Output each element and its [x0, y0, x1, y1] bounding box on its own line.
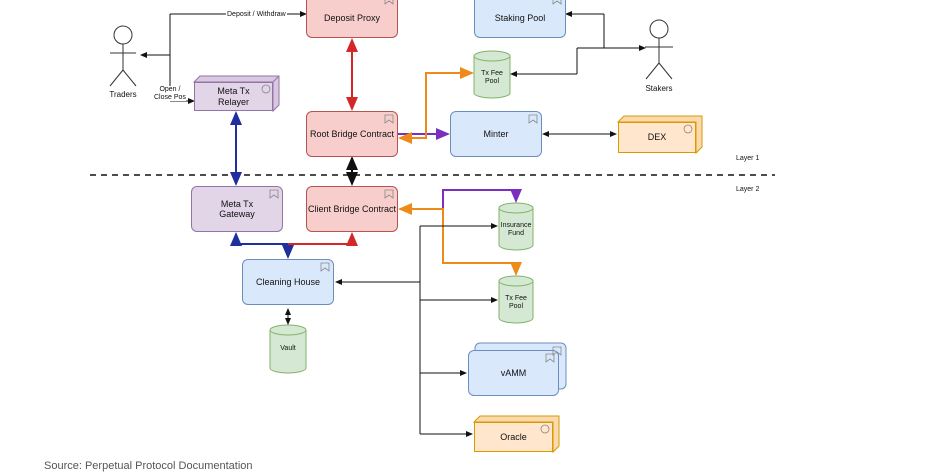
dex-node[interactable]: DEX — [618, 122, 696, 153]
client-txfee-connector — [398, 203, 522, 276]
dex-label: DEX — [647, 132, 667, 143]
bookmark-icon — [528, 114, 538, 124]
root-bridge-node[interactable]: Root Bridge Contract — [306, 111, 398, 157]
minter-label: Minter — [483, 128, 509, 139]
client-bridge-node[interactable]: Client Bridge Contract — [306, 186, 398, 232]
bookmark-icon — [552, 346, 562, 356]
vamm-label: vAMM — [500, 367, 527, 378]
oracle-node[interactable]: Oracle — [474, 422, 553, 452]
root-bridge-label: Root Bridge Contract — [309, 128, 395, 139]
tx-fee-top-line1: Tx Fee — [481, 70, 503, 77]
deposit-proxy-label: Deposit Proxy — [323, 12, 381, 23]
vault-cylinder — [269, 324, 307, 374]
open-close-line2: Close Pos — [154, 93, 186, 101]
gateway-clearing-connector — [230, 232, 294, 259]
staking-pool-node[interactable]: Staking Pool — [474, 0, 566, 38]
oracle-3d-edge — [472, 415, 560, 454]
vamm-node[interactable]: vAMM — [468, 350, 559, 396]
traders-actor-icon — [109, 25, 137, 87]
tx-fee-pool-top-cylinder — [473, 50, 511, 99]
staking-pool-label: Staking Pool — [494, 12, 546, 23]
open-close-line1: Open / — [159, 86, 181, 93]
layer-2-label: Layer 2 — [736, 186, 760, 193]
clearing-house-node[interactable]: Cleaning House — [242, 259, 334, 305]
bookmark-icon — [384, 189, 394, 199]
bookmark-icon — [384, 0, 394, 5]
circle-icon — [261, 84, 271, 94]
stakers-actor-icon — [645, 19, 673, 80]
vault-label: Vault — [280, 345, 296, 352]
meta-tx-gateway-line2: Gateway — [219, 209, 255, 219]
relayer-3d-edge — [192, 75, 280, 113]
client-clearing-connector — [288, 232, 358, 246]
bookmark-icon — [384, 114, 394, 124]
clearing-bus-connectors — [335, 223, 498, 437]
deposit-proxy-node[interactable]: Deposit Proxy — [306, 0, 398, 38]
tx-fee-top-line2: Pool — [484, 77, 499, 85]
minter-node[interactable]: Minter — [450, 111, 542, 157]
meta-tx-relayer-line1: Meta Tx — [217, 86, 250, 97]
bookmark-icon — [320, 262, 330, 272]
stakers-label: Stakers — [645, 84, 673, 93]
tx-fee-pool-bottom-cylinder — [498, 275, 534, 324]
client-bridge-label: Client Bridge Contract — [307, 203, 397, 214]
stakers-connectors — [510, 11, 646, 77]
dex-3d-edge — [616, 115, 703, 155]
layer-1-label: Layer 1 — [736, 155, 760, 162]
circle-icon — [540, 424, 550, 434]
meta-tx-gateway-line1: Meta Tx — [220, 198, 254, 209]
source-footnote: Source: Perpetual Protocol Documentation — [44, 460, 253, 472]
client-insurance-connector — [442, 189, 522, 209]
circle-icon — [683, 124, 693, 134]
tx-fee-bottom-line1: Tx Fee — [505, 295, 527, 302]
tx-fee-bottom-line2: Pool — [508, 302, 523, 310]
root-txfee-connector — [398, 67, 474, 144]
traders-label: Traders — [109, 90, 137, 99]
bookmark-icon — [269, 189, 279, 199]
clearing-house-label: Cleaning House — [255, 276, 321, 287]
bookmark-icon — [552, 0, 562, 5]
oracle-label: Oracle — [500, 431, 527, 442]
insurance-line2: Fund — [508, 229, 524, 237]
meta-tx-relayer-line2: Relayer — [217, 96, 249, 107]
open-close-label: Open /Close Pos — [154, 86, 186, 102]
insurance-line1: Insurance — [500, 222, 532, 229]
deposit-withdraw-label: Deposit / Withdraw — [226, 11, 287, 18]
